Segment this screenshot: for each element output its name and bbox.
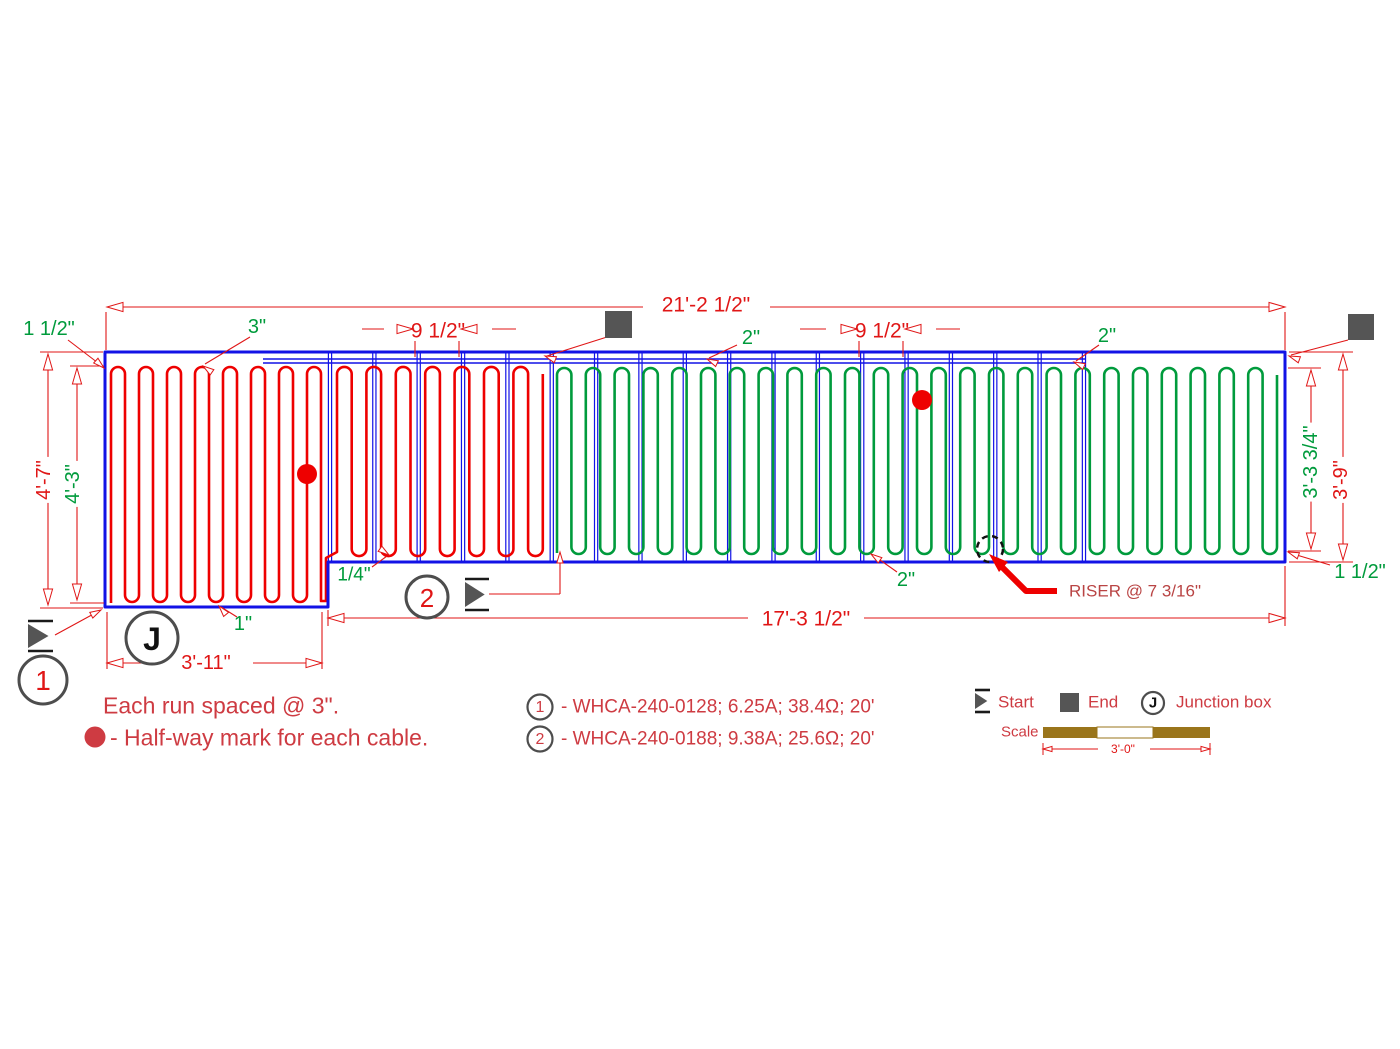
scale-bar xyxy=(1041,726,1212,755)
legend-start-label: Start xyxy=(998,692,1034,712)
end-icon xyxy=(1348,314,1374,340)
gap-top-margin: 3" xyxy=(247,316,267,338)
gap-top-left: 1 1/2" xyxy=(23,318,75,340)
cable1-marker-number: 1 xyxy=(35,665,51,696)
end-icon xyxy=(1060,693,1079,712)
gap-step: 1/4" xyxy=(337,564,371,586)
spec1-text: - WHCA-240-0128; 6.25A; 38.4Ω; 20' xyxy=(561,696,875,718)
legend-scale-label: Scale xyxy=(1001,723,1039,741)
spec2-text: - WHCA-240-0188; 9.38A; 25.6Ω; 20' xyxy=(561,728,875,750)
dim-left-cable-height: 4'-3" xyxy=(62,461,84,507)
end-icon xyxy=(605,311,632,338)
heating-mat-track xyxy=(263,353,1087,561)
halfway-dots xyxy=(84,390,932,748)
dim-bottom-main: 17'-3 1/2" xyxy=(758,608,854,630)
dim-right-height: 3'-9" xyxy=(1330,457,1352,503)
gap-top-a: 2" xyxy=(741,327,761,349)
dim-overall-width: 21'-2 1/2" xyxy=(661,293,751,317)
cable2-green-serpentine xyxy=(555,366,1279,556)
start-icon xyxy=(975,693,988,709)
dimension-arrows xyxy=(42,301,1349,669)
dim-run-spacing-left: 9 1/2" xyxy=(410,319,466,343)
gap-bottom-left: 1" xyxy=(233,613,253,635)
floor-outline xyxy=(103,350,1287,609)
legend-junction-symbol: J xyxy=(1148,694,1158,712)
markers xyxy=(17,311,1374,753)
gap-top-b: 2" xyxy=(1097,325,1117,347)
start-icon xyxy=(465,582,485,607)
dimension-lines xyxy=(40,306,1353,669)
note-halfway-mark: - Half-way mark for each cable. xyxy=(110,724,429,751)
dim-bottom-left: 3'-11" xyxy=(178,653,234,673)
start-icon xyxy=(28,624,49,648)
scale-bar-dimension: 3'-0" xyxy=(1108,743,1138,755)
spec2-number: 2 xyxy=(535,731,545,748)
cable1-red-serpentine xyxy=(109,365,545,604)
dim-left-height: 4'-7" xyxy=(33,457,55,503)
note-run-spacing: Each run spaced @ 3". xyxy=(103,692,340,719)
riser-label: RISER @ 7 3/16" xyxy=(1069,581,1201,601)
dim-run-spacing-right: 9 1/2" xyxy=(854,319,910,343)
junction-box-marker: J xyxy=(143,621,161,657)
gap-bottom: 2" xyxy=(896,569,916,591)
riser-arrow xyxy=(989,554,1057,594)
legend-junction-label: Junction box xyxy=(1176,692,1272,712)
gap-bottom-right: 1 1/2" xyxy=(1334,561,1386,583)
dim-right-cable-height: 3'-3 3/4" xyxy=(1300,422,1322,502)
legend-end-label: End xyxy=(1088,692,1119,712)
spec1-number: 1 xyxy=(535,699,545,716)
cable2-marker-number: 2 xyxy=(419,583,435,613)
